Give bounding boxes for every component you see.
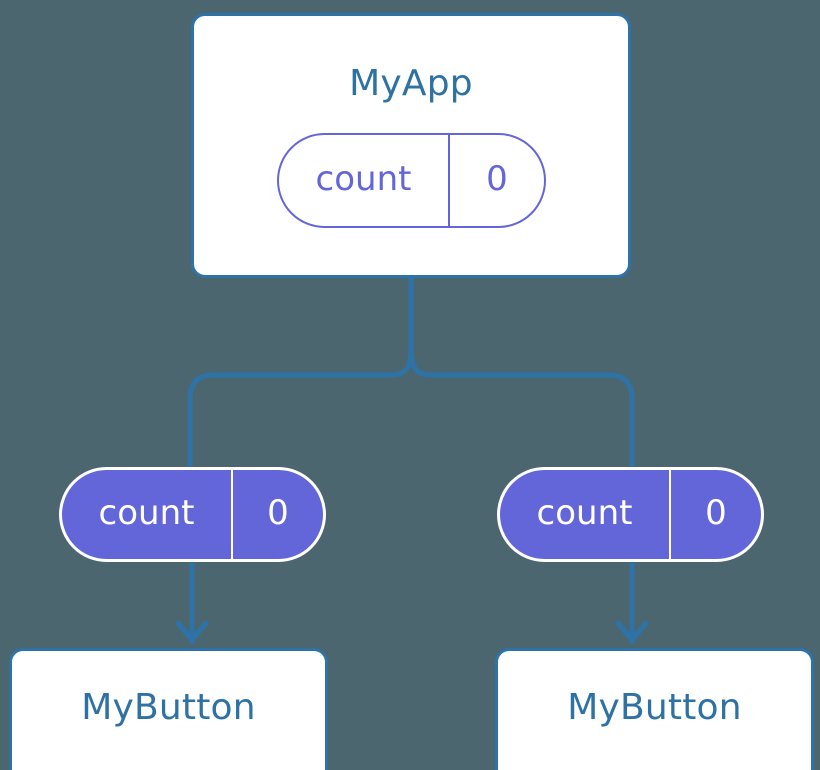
state-key-branch-1: count [500,470,671,559]
component-label-mybutton-0: MyButton [81,686,256,728]
state-pill-root[interactable]: count 0 [277,133,546,228]
component-card-mybutton-0[interactable]: MyButton [9,648,328,770]
state-key-root: count [279,135,450,226]
component-label-mybutton-1: MyButton [567,686,742,728]
state-value-root: 0 [486,159,508,199]
state-pill-branch-0[interactable]: count 0 [59,467,326,562]
state-value-branch-1: 0 [705,493,727,533]
component-card-mybutton-1[interactable]: MyButton [495,648,814,770]
arrowhead-right-icon [615,620,649,643]
component-label-myapp: MyApp [349,63,473,104]
state-key-branch-0: count [62,470,233,559]
state-pill-branch-1[interactable]: count 0 [497,467,764,562]
state-value-branch-0: 0 [267,493,289,533]
arrowhead-left-icon [175,620,209,643]
